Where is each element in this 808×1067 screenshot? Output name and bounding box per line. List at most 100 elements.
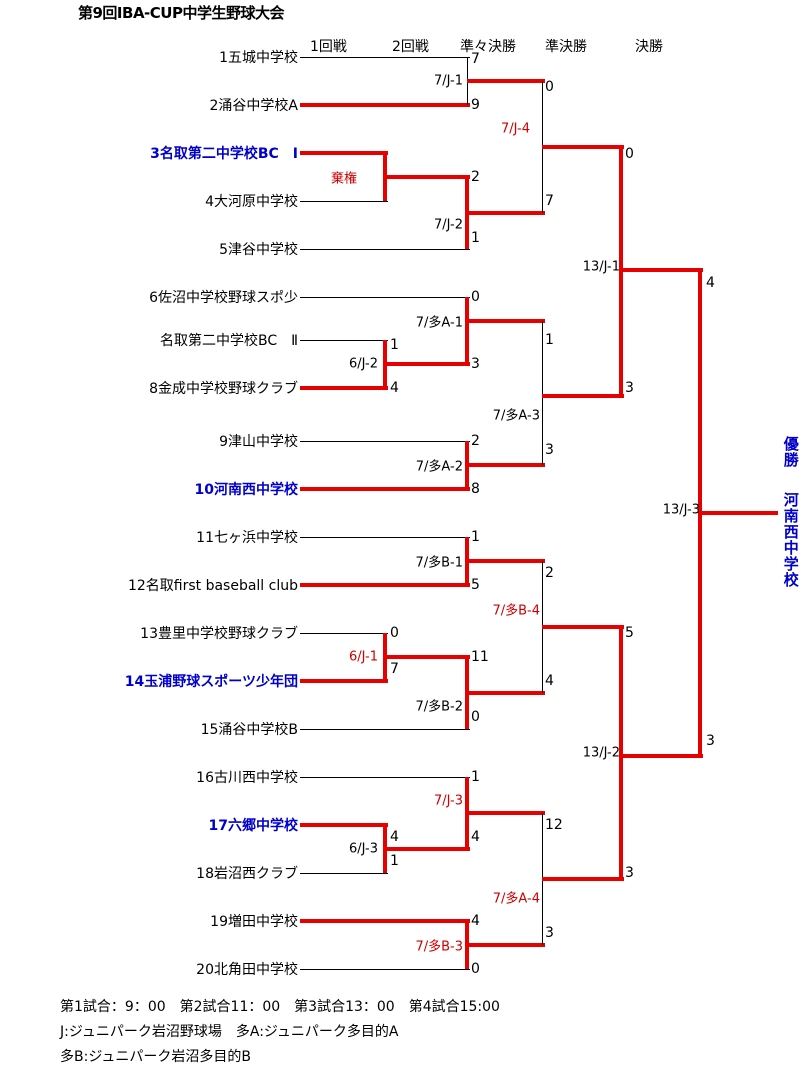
- score-value: 1: [471, 529, 480, 545]
- score-value: 0: [545, 79, 554, 95]
- team-label-10: 10河南西中学校: [194, 482, 298, 498]
- score-value: 4: [545, 673, 554, 689]
- winner-bracket-line: [619, 627, 623, 879]
- winner-bracket-line: [542, 394, 624, 398]
- round-header-2: 2回戦: [392, 39, 429, 55]
- winner-bracket-line: [385, 362, 470, 366]
- winner-bracket-line: [700, 511, 778, 515]
- winner-bracket-line: [542, 145, 624, 149]
- team-label-9: 9津山中学校: [219, 434, 298, 450]
- winner-bracket-line: [467, 319, 545, 323]
- winner-bracket-line: [385, 655, 470, 659]
- score-value: 2: [471, 169, 480, 185]
- winner-bracket-line: [467, 943, 545, 947]
- team-label-11: 11七ヶ浜中学校: [196, 530, 298, 546]
- score-value: 0: [471, 709, 480, 725]
- score-value: 4: [471, 829, 480, 845]
- winner-bracket-line: [467, 559, 545, 563]
- score-value: 5: [625, 625, 634, 641]
- match-label-ta2: 7/多A-2: [415, 459, 463, 475]
- match-label-tb4: 7/多B-4: [492, 603, 540, 619]
- round-header-4: 準決勝: [545, 39, 587, 55]
- winner-bracket-line: [300, 679, 388, 683]
- score-value: 3: [625, 380, 634, 396]
- team-label-16: 16古川西中学校: [196, 770, 298, 786]
- team-label-8: 8金成中学校野球クラブ: [149, 381, 298, 397]
- team-label-4: 4大河原中学校: [205, 194, 298, 210]
- match-label-ta1: 7/多A-1: [415, 315, 463, 331]
- team-label-17: 17六郷中学校: [208, 818, 298, 834]
- match-label-j2b: 6/J-2: [349, 356, 378, 372]
- score-value: 7: [390, 661, 399, 677]
- score-value: 2: [471, 433, 480, 449]
- loser-bracket-line: [300, 632, 388, 634]
- match-label-j1b: 6/J-1: [349, 649, 378, 665]
- loser-bracket-line: [300, 200, 388, 202]
- winner-bracket-line: [467, 211, 545, 215]
- winner-bracket-line: [465, 297, 469, 364]
- score-value: 4: [471, 913, 480, 929]
- winner-bracket-line: [542, 625, 624, 629]
- team-label-12: 12名取first baseball club: [127, 578, 298, 594]
- loser-bracket-line: [300, 872, 388, 874]
- winner-bracket-line: [300, 151, 388, 155]
- team-label-5: 5津谷中学校: [219, 242, 298, 258]
- match-label-ta3: 7/多A-3: [492, 408, 540, 424]
- winner-bracket-line: [385, 175, 470, 179]
- match-label-j3: 7/J-3: [434, 793, 463, 809]
- score-value: 0: [390, 625, 399, 641]
- score-value: 3: [625, 865, 634, 881]
- winner-bracket-line: [467, 811, 545, 815]
- loser-bracket-line: [300, 536, 470, 538]
- score-value: 9: [471, 97, 480, 113]
- match-label-j3b: 6/J-3: [349, 841, 378, 857]
- score-value: 3: [471, 356, 480, 372]
- loser-bracket-line: [300, 728, 470, 730]
- loser-bracket-line: [300, 296, 470, 298]
- team-label-2: 2涌谷中学校A: [209, 98, 298, 114]
- score-value: 0: [625, 146, 634, 162]
- score-value: 1: [390, 853, 399, 869]
- winner-bracket-line: [300, 919, 470, 923]
- winner-bracket-line: [542, 877, 624, 881]
- score-value: 5: [471, 577, 480, 593]
- winner-bracket-line: [300, 103, 470, 107]
- match-label-sf1: 13/J-1: [582, 259, 620, 275]
- winner-bracket-line: [300, 386, 388, 390]
- winner-bracket-line: [385, 847, 470, 851]
- score-value: 0: [471, 289, 480, 305]
- loser-bracket-line: [300, 440, 470, 442]
- team-label-7: 名取第二中学校BC Ⅱ: [159, 333, 298, 349]
- footer-line-3: 多B:ジュニパーク岩沼多目的B: [60, 1049, 251, 1065]
- score-value: 1: [545, 332, 554, 348]
- footer-line-1: 第1試合：9：00 第2試合11：00 第3試合13：00 第4試合15:00: [60, 999, 500, 1015]
- match-label-j2: 7/J-2: [434, 217, 463, 233]
- winner-bracket-line: [300, 487, 470, 491]
- score-value: 12: [545, 817, 563, 833]
- match-label-fin: 13/J-3: [662, 502, 700, 518]
- match-label-tb3: 7/多B-3: [415, 939, 463, 955]
- score-value: 1: [471, 230, 480, 246]
- round-header-5: 決勝: [635, 39, 663, 55]
- page-title: 第9回IBA-CUP中学生野球大会: [78, 4, 284, 22]
- team-label-19: 19増田中学校: [210, 914, 298, 930]
- team-label-14: 14玉浦野球スポーツ少年団: [124, 674, 298, 690]
- winner-bracket-line: [467, 79, 545, 83]
- winner-bracket-line: [467, 463, 545, 467]
- score-value: 8: [471, 481, 480, 497]
- match-label-sf2: 13/J-2: [582, 745, 620, 761]
- team-label-15: 15涌谷中学校B: [200, 722, 298, 738]
- winner-bracket-line: [467, 691, 545, 695]
- match-label-tb1: 7/多B-1: [415, 555, 463, 571]
- team-label-6: 6佐沼中学校野球スポ少: [149, 290, 298, 306]
- score-value: 3: [706, 733, 715, 749]
- score-value: 4: [390, 829, 399, 845]
- team-label-18: 18岩沼西クラブ: [196, 866, 298, 882]
- score-value: 11: [471, 649, 489, 665]
- score-value: 1: [471, 769, 480, 785]
- score-value: 7: [471, 51, 480, 67]
- match-label-tb2: 7/多B-2: [415, 699, 463, 715]
- match-label-j1: 7/J-1: [434, 73, 463, 89]
- team-label-13: 13豊里中学校野球クラブ: [140, 626, 298, 642]
